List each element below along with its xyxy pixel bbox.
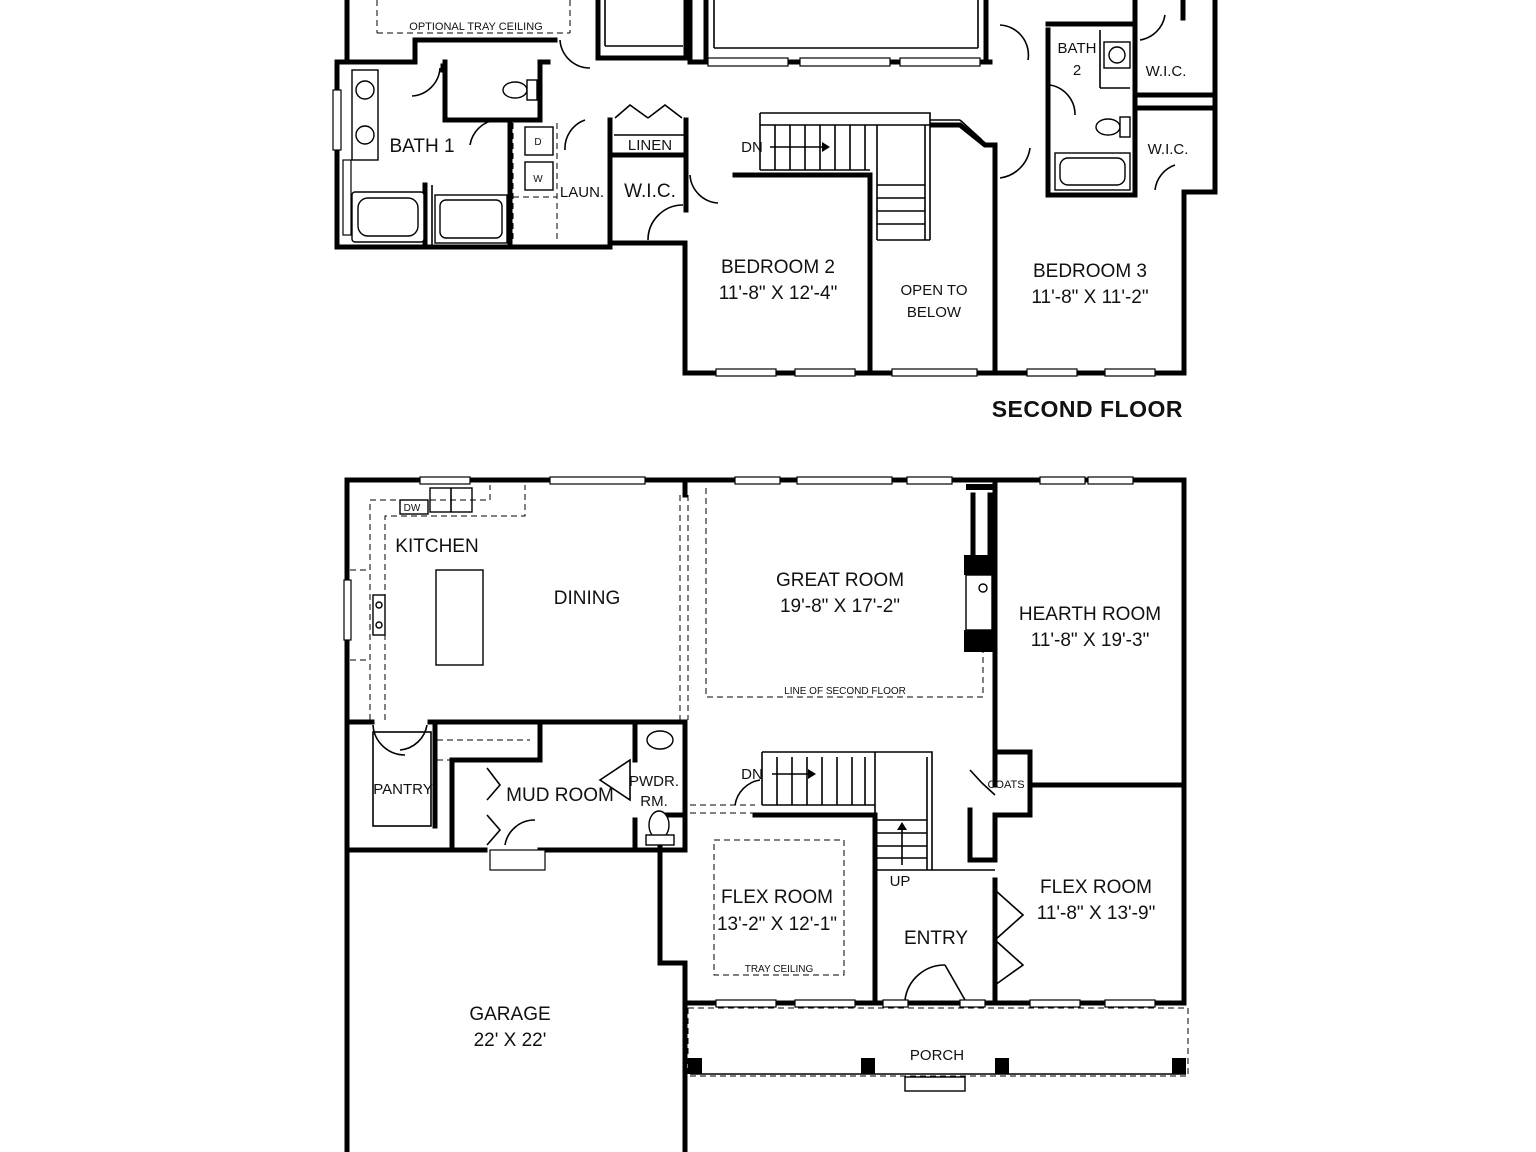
stair-down-label: DN: [741, 766, 763, 783]
line-of-second-floor-label: LINE OF SECOND FLOOR: [784, 686, 906, 697]
bedroom2-name: BEDROOM 2: [721, 257, 835, 278]
second-floor-doors: [411, 14, 1176, 241]
porch-post: [861, 1058, 875, 1074]
kitchen-island: [435, 569, 484, 666]
porch-post: [688, 1058, 702, 1074]
range-icon: [372, 594, 386, 636]
tray-ceiling-label: TRAY CEILING: [745, 964, 814, 975]
bedroom3-dimensions: 11'-8" X 11'-2": [1031, 287, 1148, 308]
second-floor: OPTIONAL TRAY CEILING BATH 1 BATH 2 W.I.…: [332, 0, 1218, 422]
washer-label: W: [533, 174, 543, 185]
great-room-dimensions: 19'-8" X 17'-2": [780, 596, 900, 617]
porch-structure: [687, 1007, 1189, 1092]
second-floor-fixtures: [351, 0, 1131, 244]
bedroom3-name: BEDROOM 3: [1033, 261, 1147, 282]
flex-room-left-dimensions: 13'-2" X 12'-1": [717, 914, 837, 935]
wic-label: W.I.C.: [624, 181, 676, 202]
flex-room-left-name: FLEX ROOM: [721, 887, 833, 908]
dryer-icon: [524, 126, 554, 156]
dishwasher-label: DW: [404, 503, 421, 514]
great-room-name: GREAT ROOM: [776, 570, 904, 591]
first-floor: DW KITCHEN DINING GREAT ROOM 19'-8" X 17…: [343, 476, 1189, 1152]
porch-step: [904, 1076, 966, 1092]
tray-ceiling-outline: [713, 839, 845, 976]
sink-icon: [646, 730, 674, 750]
porch-outline: [687, 1007, 1189, 1077]
porch-post: [995, 1058, 1009, 1074]
bath1-label: BATH 1: [389, 136, 454, 157]
first-floor-stair-treads: [772, 757, 927, 865]
optional-tray-ceiling-label: OPTIONAL TRAY CEILING: [409, 21, 542, 33]
garage-dimensions: 22' X 22': [474, 1030, 547, 1051]
bath2-label-line1: BATH: [1058, 40, 1097, 57]
linen-label: LINEN: [628, 137, 672, 154]
open-to-below-line2: BELOW: [907, 304, 962, 321]
first-floor-windows: [343, 476, 1156, 1008]
mud-room-label: MUD ROOM: [506, 785, 614, 806]
sink-icon: [355, 80, 375, 100]
stair-up-label: UP: [890, 873, 911, 890]
washer-icon: [524, 161, 554, 191]
bedroom2-dimensions: 11'-8" X 12'-4": [719, 283, 838, 304]
toilet-icon: [1095, 118, 1121, 136]
fireplace-icon: [965, 574, 993, 631]
second-floor-stair-treads: [770, 125, 925, 225]
pantry-label: PANTRY: [373, 781, 432, 798]
hearth-room-dimensions: 11'-8" X 19'-3": [1031, 630, 1150, 651]
open-to-below-line1: OPEN TO: [901, 282, 968, 299]
flex-room-right-dimensions: 11'-8" X 13'-9": [1037, 903, 1156, 924]
entry-label: ENTRY: [904, 928, 968, 949]
hearth-room-name: HEARTH ROOM: [1019, 604, 1161, 625]
bath2-label-line2: 2: [1073, 62, 1081, 79]
sink-icon: [355, 125, 375, 145]
wic-label: W.I.C.: [1148, 141, 1189, 158]
powder-room-line2: RM.: [640, 793, 668, 810]
stair-down-label: DN: [741, 139, 763, 156]
porch-post: [1172, 1058, 1186, 1074]
second-floor-windows: [332, 57, 1156, 377]
kitchen-label: KITCHEN: [395, 536, 478, 557]
wic-label: W.I.C.: [1146, 63, 1187, 80]
garage-name: GARAGE: [469, 1004, 550, 1025]
toilet-icon: [502, 81, 528, 99]
first-floor-doors: [372, 724, 1025, 1001]
second-floor-title: SECOND FLOOR: [992, 396, 1183, 422]
pantry-shelf: [372, 731, 432, 827]
garage-entry-step: [489, 849, 546, 871]
dryer-label: D: [534, 137, 541, 148]
coats-closet-label: COATS: [987, 779, 1024, 791]
first-floor-fixtures: [350, 485, 984, 976]
laundry-label: LAUN.: [560, 184, 604, 201]
porch-label: PORCH: [910, 1047, 964, 1064]
flex-room-right-name: FLEX ROOM: [1040, 877, 1152, 898]
dining-label: DINING: [554, 588, 621, 609]
powder-room-line1: PWDR.: [629, 773, 679, 790]
